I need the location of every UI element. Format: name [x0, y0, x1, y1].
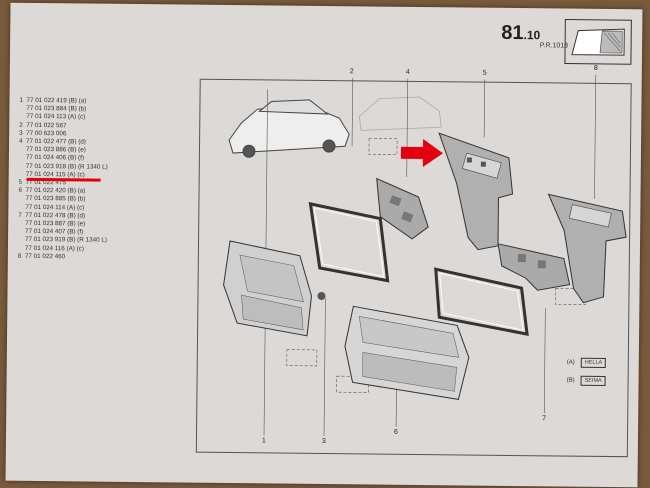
exploded-diagram [223, 74, 627, 437]
tail-lamp-icon [564, 19, 632, 65]
red-arrow-icon [400, 139, 443, 168]
gasket-left [308, 201, 390, 283]
bulb-holder-right [497, 243, 571, 291]
callout-2: 2 [349, 68, 354, 76]
callout-3: 3 [321, 437, 326, 446]
legend-row-b: (B) SEIMA [566, 372, 636, 391]
legend-a-label: (A) [566, 359, 575, 366]
legend-a-brand: HELLA [580, 357, 607, 368]
gasket-right [434, 267, 529, 336]
car-illustration [228, 99, 350, 158]
callout-4: 4 [405, 68, 410, 76]
legend-b-brand: SEIMA [580, 375, 606, 386]
lamp-housing-5 [438, 132, 514, 251]
callout-7: 7 [542, 415, 547, 423]
callout-1: 1 [261, 437, 266, 445]
callout-5: 5 [482, 69, 487, 77]
legend-row-a: (A) HELLA [567, 354, 637, 373]
callout-6: 6 [394, 428, 398, 436]
supplier-legend: (A) HELLA (B) SEIMA [566, 354, 636, 395]
callout-8: 8 [593, 64, 598, 72]
bulb-holder-left [376, 177, 429, 240]
legend-b-label: (B) [566, 377, 575, 384]
